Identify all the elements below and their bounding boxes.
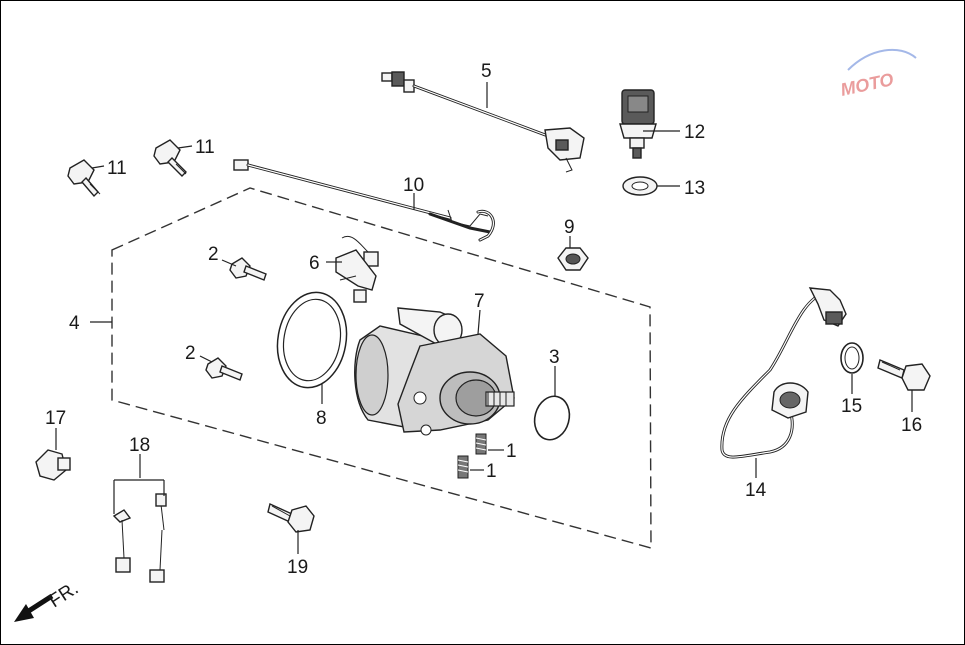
watermark-logo: MOTO [839,48,917,100]
part-11-bolt-a [67,159,101,198]
label-16: 16 [901,415,922,436]
label-18: 18 [129,435,150,456]
front-direction-marker: FR. [14,578,82,622]
front-direction-label: FR. [45,578,82,612]
label-3: 3 [549,347,560,368]
part-18-brush-set [112,493,167,583]
part-1-spring-b [457,455,469,479]
label-9: 9 [564,217,575,238]
label-2-b: 2 [185,343,196,364]
part-15-o-ring [840,342,864,374]
label-17: 17 [45,408,66,429]
label-10: 10 [403,175,424,196]
label-2-a: 2 [208,244,219,265]
part-9-nut [557,247,589,271]
part-14-wire-harness [720,287,847,459]
part-19-bolt [267,503,315,533]
watermark-text: MOTO [839,69,896,100]
label-1-b: 1 [486,461,497,482]
part-1-spring-a [475,433,487,455]
label-11-a: 11 [107,158,127,179]
part-11-bolt-b [153,139,187,177]
label-1-a: 1 [506,441,517,462]
assembly-boundary [111,187,652,549]
part-10-wire-lead [233,159,495,242]
part-8-gasket [276,291,348,389]
part-6-brush-bracket [335,236,379,303]
label-6: 6 [309,253,320,274]
label-8: 8 [316,408,327,429]
part-3-o-ring [533,395,571,441]
label-15: 15 [841,396,862,417]
part-17-plug-bolt [35,449,71,481]
label-13: 13 [684,178,705,199]
part-16-flange-bolt [877,359,931,391]
part-5-sensor-cable [381,71,585,173]
part-2-bolt-b [205,357,243,381]
part-7-starter-motor [354,307,515,436]
label-7: 7 [474,291,485,312]
label-14: 14 [745,480,767,501]
leader-lines [55,82,913,554]
label-5: 5 [481,61,492,82]
label-12: 12 [684,122,705,143]
label-19: 19 [287,557,308,578]
label-4: 4 [69,313,80,334]
label-11-b: 11 [195,137,215,158]
part-12-temperature-sensor [619,89,657,159]
part-labels: 5 12 13 11 11 10 9 2 2 6 7 8 4 3 1 1 14 … [45,61,922,578]
part-2-bolt-a [229,257,267,281]
